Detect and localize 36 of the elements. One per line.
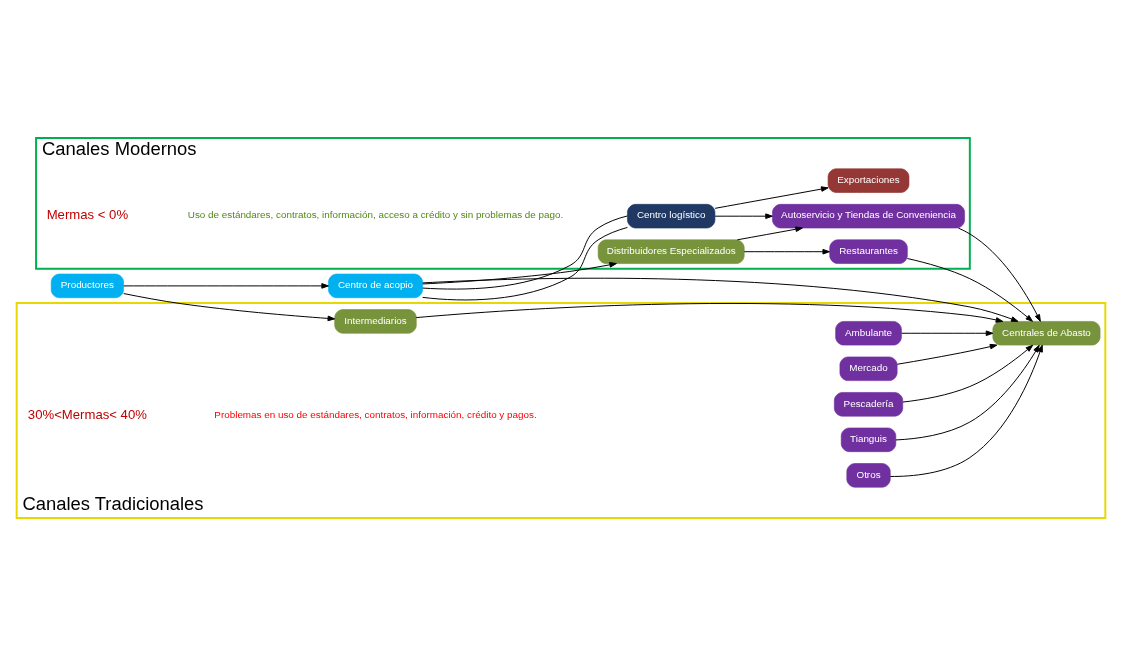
connector bbox=[422, 226, 628, 301]
node-box: Autoservicio y Tiendas de Conveniencia bbox=[772, 204, 965, 229]
node-box: Distribuidores Especializados bbox=[597, 239, 745, 264]
arrow bbox=[957, 227, 1041, 322]
node-box: Restaurantes bbox=[829, 239, 908, 264]
arrow bbox=[714, 186, 829, 209]
arrow bbox=[895, 344, 1040, 441]
arrow bbox=[889, 344, 1043, 477]
node-box: Tianguis bbox=[840, 427, 897, 452]
arrow bbox=[123, 283, 329, 289]
label: Mermas < 0% bbox=[46, 206, 129, 222]
arrow bbox=[422, 262, 617, 285]
node-box: Ambulante bbox=[835, 321, 902, 346]
node-box: Otros bbox=[846, 463, 891, 488]
node-box: Productores bbox=[50, 273, 124, 299]
arrow bbox=[415, 303, 1004, 323]
label: 30%<Mermas< 40% bbox=[27, 407, 147, 423]
arrow bbox=[902, 344, 1034, 403]
arrow bbox=[123, 293, 336, 322]
node-box: Centro logístico bbox=[627, 204, 716, 229]
node-box: Exportaciones bbox=[827, 168, 910, 193]
arrow bbox=[896, 343, 998, 365]
arrow bbox=[736, 226, 803, 241]
arrow bbox=[714, 213, 773, 219]
node-box: Centro de acopio bbox=[328, 273, 423, 299]
arrow bbox=[901, 330, 994, 337]
node-box: Mercado bbox=[839, 356, 898, 381]
connector bbox=[422, 215, 628, 290]
label: Problemas en uso de estándares, contratos, información, crédito y pagos. bbox=[214, 409, 537, 421]
node-box: Pescadería bbox=[834, 392, 904, 417]
node-box: Centrales de Abasto bbox=[992, 321, 1101, 346]
arrow bbox=[743, 248, 830, 255]
node-box: Intermediarios bbox=[334, 309, 417, 334]
arrow bbox=[422, 277, 1019, 322]
label: Uso de estándares, contratos, información, acceso a crédito y sin problemas de pago. bbox=[187, 208, 564, 220]
arrow bbox=[906, 258, 1033, 322]
